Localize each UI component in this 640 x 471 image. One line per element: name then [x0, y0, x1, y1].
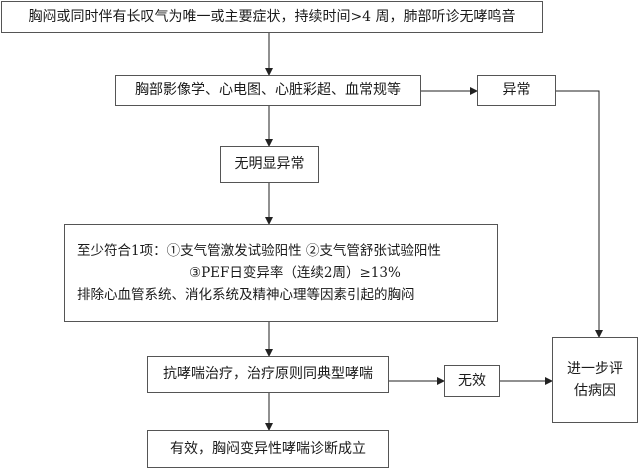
effective-text: 有效，胸闷变异性哮喘诊断成立	[170, 440, 366, 457]
criteria-line-3: 排除心血管系统、消化系统及精神心理等因素引起的胸闷	[77, 287, 415, 303]
evaluate-box: 进一步评 估病因	[552, 337, 638, 423]
no-abnormal-box: 无明显异常	[220, 146, 319, 183]
exam-text: 胸部影像学、心电图、心脏彩超、血常规等	[135, 82, 401, 99]
ineffective-text: 无效	[458, 372, 486, 389]
effective-box: 有效，胸闷变异性哮喘诊断成立	[147, 430, 389, 468]
abnormal-box: 异常	[477, 75, 556, 106]
symptom-text: 胸闷或同时伴有长叹气为唯一或主要症状，持续时间>4 周，肺部听诊无哮鸣音	[28, 8, 516, 25]
no-abnormal-text: 无明显异常	[234, 156, 305, 173]
criteria-box: 至少符合1项：①支气管激发试验阳性 ②支气管舒张试验阳性 ③PEF日变异率（连续…	[64, 224, 498, 322]
treatment-box: 抗哮喘治疗，治疗原则同典型哮喘	[147, 356, 389, 393]
criteria-line-2: ③PEF日变异率（连续2周）≥13%	[189, 265, 401, 281]
treatment-text: 抗哮喘治疗，治疗原则同典型哮喘	[163, 366, 373, 383]
symptom-box: 胸闷或同时伴有长叹气为唯一或主要症状，持续时间>4 周，肺部听诊无哮鸣音	[1, 1, 543, 33]
criteria-line-1: 至少符合1项：①支气管激发试验阳性 ②支气管舒张试验阳性	[77, 243, 441, 259]
evaluate-line-2: 估病因	[574, 383, 616, 399]
exam-box: 胸部影像学、心电图、心脏彩超、血常规等	[115, 75, 421, 106]
arrow-abnormal-to-evaluate	[556, 90, 603, 338]
evaluate-line-1: 进一步评	[567, 361, 623, 377]
ineffective-box: 无效	[444, 365, 500, 397]
abnormal-text: 异常	[502, 82, 531, 99]
